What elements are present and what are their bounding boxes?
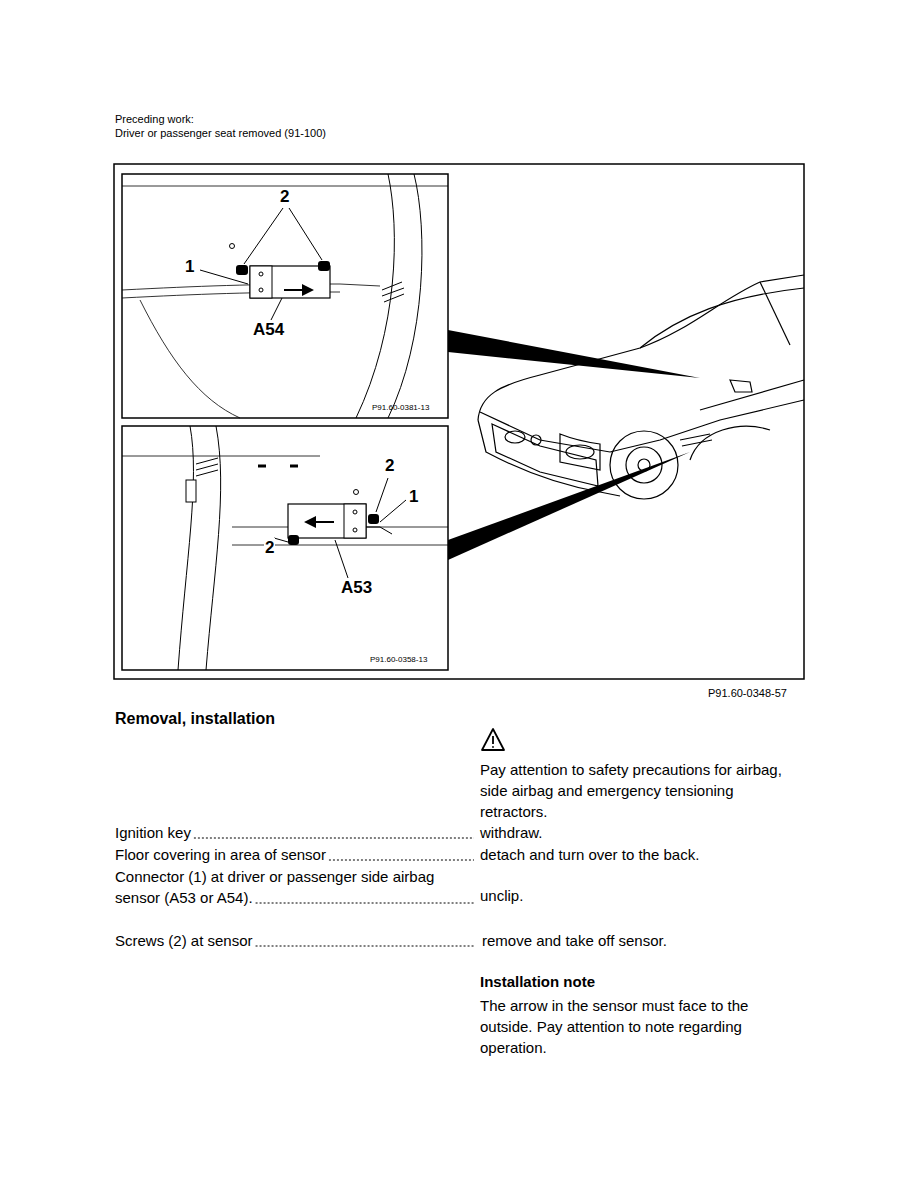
- callout-number: 2: [264, 538, 275, 558]
- step-item: Floor covering in area of sensor: [115, 846, 326, 864]
- figure-frame: [114, 164, 804, 679]
- text-run: 1: [185, 257, 194, 276]
- text-run: 2: [385, 456, 394, 475]
- dotted-leader: [329, 860, 474, 861]
- car-drawing: [478, 275, 804, 499]
- pointer-wedge: [448, 452, 690, 560]
- text-run: A54: [253, 320, 284, 339]
- step-action: withdraw.: [480, 824, 543, 842]
- figure-number: P91.60-0348-57: [708, 687, 787, 700]
- step-action: unclip.: [480, 887, 523, 905]
- text-run: Installation note: [480, 973, 595, 990]
- text-run: remove and take off sensor.: [482, 932, 667, 949]
- text-run: Ignition key: [115, 824, 191, 841]
- dotted-leader: [194, 838, 474, 839]
- note-text: The arrow in the sensor must face to the…: [480, 995, 780, 1058]
- text-run: Preceding work:: [115, 113, 194, 125]
- pointer-wedge: [448, 330, 700, 378]
- text-run: detach and turn over to the back.: [480, 846, 699, 863]
- text-run: Pay attention to safety precautions for …: [480, 761, 782, 820]
- text-run: P91.60-0381-13: [372, 403, 429, 412]
- component-code: A53: [340, 578, 373, 598]
- warning-symbol: [482, 729, 504, 750]
- step-item: Connector (1) at driver or passenger sid…: [115, 866, 460, 908]
- text-run: 2: [280, 187, 289, 206]
- text-run: A53: [341, 578, 372, 597]
- text-run: 1: [409, 487, 418, 506]
- text-run: The arrow in the sensor must face to the…: [480, 997, 748, 1056]
- text-run: 2: [265, 538, 274, 557]
- step-action: detach and turn over to the back.: [480, 846, 699, 864]
- note-heading: Installation note: [480, 973, 595, 991]
- dotted-leader: [256, 946, 474, 947]
- step-item: Ignition key: [115, 824, 191, 842]
- warning-text: Pay attention to safety precautions for …: [480, 759, 785, 822]
- text-run: Screws (2) at sensor: [115, 932, 253, 949]
- callout-number: 1: [184, 257, 195, 277]
- text-run: Connector (1) at driver or passenger sid…: [115, 868, 434, 906]
- figure-number: P91.60-0381-13: [372, 403, 429, 413]
- callout-number: 1: [408, 487, 419, 507]
- text-run: P91.60-0348-57: [708, 687, 787, 699]
- dotted-leader: [256, 903, 474, 904]
- text-run: Floor covering in area of sensor: [115, 846, 326, 863]
- preceding-work-heading: Preceding work:: [115, 113, 194, 126]
- step-item: Screws (2) at sensor: [115, 932, 253, 950]
- preceding-work-text: Driver or passenger seat removed (91-100…: [115, 127, 326, 140]
- text-run: withdraw.: [480, 824, 543, 841]
- text-run: Removal, installation: [115, 710, 275, 727]
- text-run: P91.60-0358-13: [370, 655, 427, 664]
- sensor-detail-top: [122, 174, 448, 418]
- text-run: unclip.: [480, 887, 523, 904]
- component-code: A54: [252, 320, 285, 340]
- figure-number: P91.60-0358-13: [370, 655, 427, 665]
- step-action: remove and take off sensor.: [482, 932, 667, 950]
- sensor-detail-bottom: [122, 426, 448, 670]
- section-heading: Removal, installation: [115, 709, 275, 728]
- text-run: Driver or passenger seat removed (91-100…: [115, 127, 326, 139]
- callout-number: 2: [279, 187, 290, 207]
- callout-number: 2: [384, 456, 395, 476]
